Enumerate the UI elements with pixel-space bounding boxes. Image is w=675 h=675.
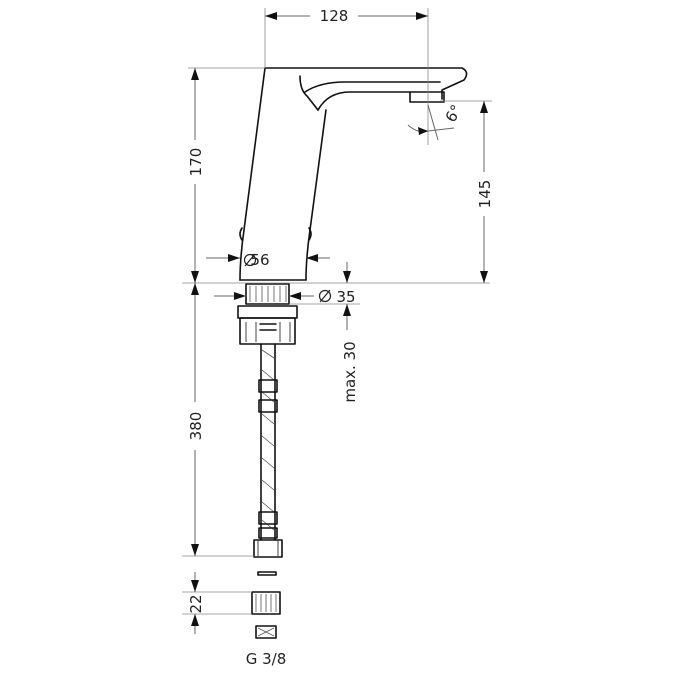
dimension-145 [472,101,496,283]
label-6-degree: 6° [442,102,466,126]
label-145: 145 [476,180,494,209]
diameter-icon-35 [318,289,332,303]
dimension-35 [214,292,314,300]
label-22: 22 [187,594,205,613]
dimension-22 [191,572,199,634]
label-max-30: max. 30 [341,341,359,402]
label-56: 56 [250,251,269,269]
dimension-170 [183,68,207,283]
extension-lines [182,8,492,615]
label-128: 128 [320,7,349,25]
label-170: 170 [187,148,205,177]
label-thread: G 3/8 [246,650,287,668]
shank-assembly [237,283,298,345]
dimension-6-degree [407,104,455,141]
diameter-icon-56 [243,253,257,267]
connector-fitting [251,571,281,639]
dimension-56 [206,254,330,262]
dimension-128 [265,4,428,26]
dimension-max-30 [343,262,351,330]
label-380: 380 [187,412,205,441]
dimension-380 [183,283,207,556]
supply-hose [253,343,283,558]
label-35: 35 [336,288,355,306]
faucet-body [239,67,468,281]
